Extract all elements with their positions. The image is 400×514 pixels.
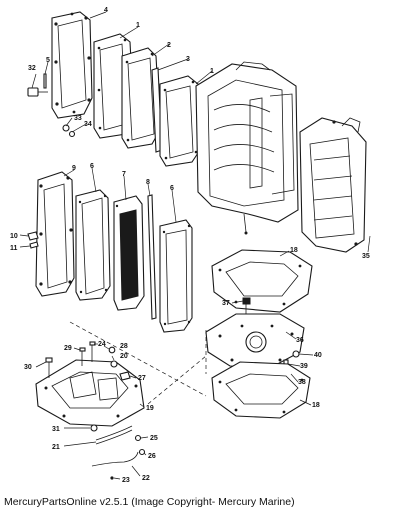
callout-34: 34 [84, 121, 92, 128]
callout-22: 22 [142, 475, 150, 482]
callout-6: 6 [170, 185, 174, 192]
callout-11: 11 [10, 245, 18, 252]
exhaust-divider-plate-7 [113, 195, 145, 311]
callout-23: 23 [122, 477, 130, 484]
callout-6: 6 [90, 163, 94, 170]
callout-18: 18 [290, 247, 298, 254]
callout-5: 5 [46, 57, 50, 64]
callout-29: 29 [64, 345, 72, 352]
callout-30: 30 [24, 364, 32, 371]
callout-27: 27 [138, 375, 146, 382]
gasket-1-lower [159, 75, 201, 167]
callout-19: 19 [146, 405, 154, 412]
exhaust-cover-9 [35, 171, 75, 297]
callout-35: 35 [362, 253, 370, 260]
callout-26: 26 [148, 453, 156, 460]
callout-36: 36 [296, 337, 304, 344]
callout-38: 38 [298, 379, 306, 386]
callout-24: 24 [98, 341, 106, 348]
leader-lines [19, 11, 371, 480]
crankcase-half [299, 117, 367, 253]
callout-25: 25 [150, 435, 158, 442]
bolts-lower-left [45, 341, 131, 432]
callout-37: 37 [222, 300, 230, 307]
water-tube-and-hose [91, 425, 146, 480]
callout-28: 28 [120, 343, 128, 350]
callout-4: 4 [104, 7, 108, 14]
gasket-18-lower [211, 361, 311, 419]
seal-plate-36 [205, 313, 305, 369]
callout-7: 7 [122, 171, 126, 178]
callout-40: 40 [314, 352, 322, 359]
image-caption: MercuryPartsOnline v2.5.1 (Image Copyrig… [4, 496, 295, 508]
callout-2: 2 [167, 42, 171, 49]
cylinder-block [195, 61, 299, 235]
callout-20: 20 [120, 353, 128, 360]
callout-18: 18 [312, 402, 320, 409]
divider-plate-2 [121, 47, 161, 149]
callout-1: 1 [136, 22, 140, 29]
callout-31: 31 [52, 426, 60, 433]
gasket-18-upper [211, 249, 313, 313]
callout-39: 39 [300, 363, 308, 370]
callout-21: 21 [52, 444, 60, 451]
callout-33: 33 [74, 115, 82, 122]
transfer-port-cover-4 [51, 11, 93, 119]
gasket-6-right [159, 219, 193, 333]
callout-3: 3 [186, 56, 190, 63]
adaptor-plate-19 [35, 359, 145, 427]
callout-10: 10 [10, 233, 18, 240]
callout-9: 9 [72, 165, 76, 172]
callout-32: 32 [28, 65, 36, 72]
gasket-6-left [75, 189, 111, 301]
gasket-8 [147, 194, 157, 320]
alignment-lines [69, 321, 207, 405]
part-callouts: 4 1 2 3 1 5 32 33 34 9 6 7 8 6 10 11 18 … [10, 7, 370, 484]
callout-1: 1 [210, 68, 214, 75]
callout-8: 8 [146, 179, 150, 186]
